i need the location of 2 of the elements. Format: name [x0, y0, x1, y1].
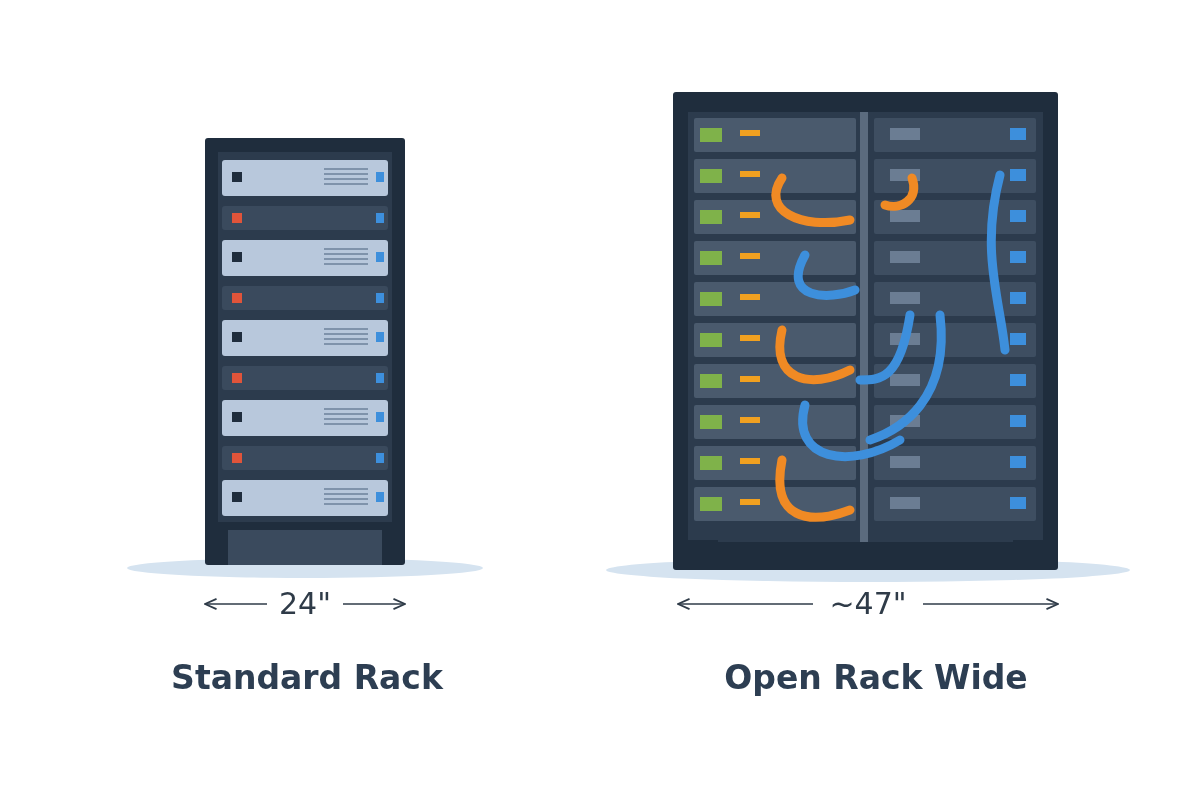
rack-label: Standard Rack	[171, 658, 443, 698]
rack-label: Open Rack Wide	[724, 658, 1028, 698]
